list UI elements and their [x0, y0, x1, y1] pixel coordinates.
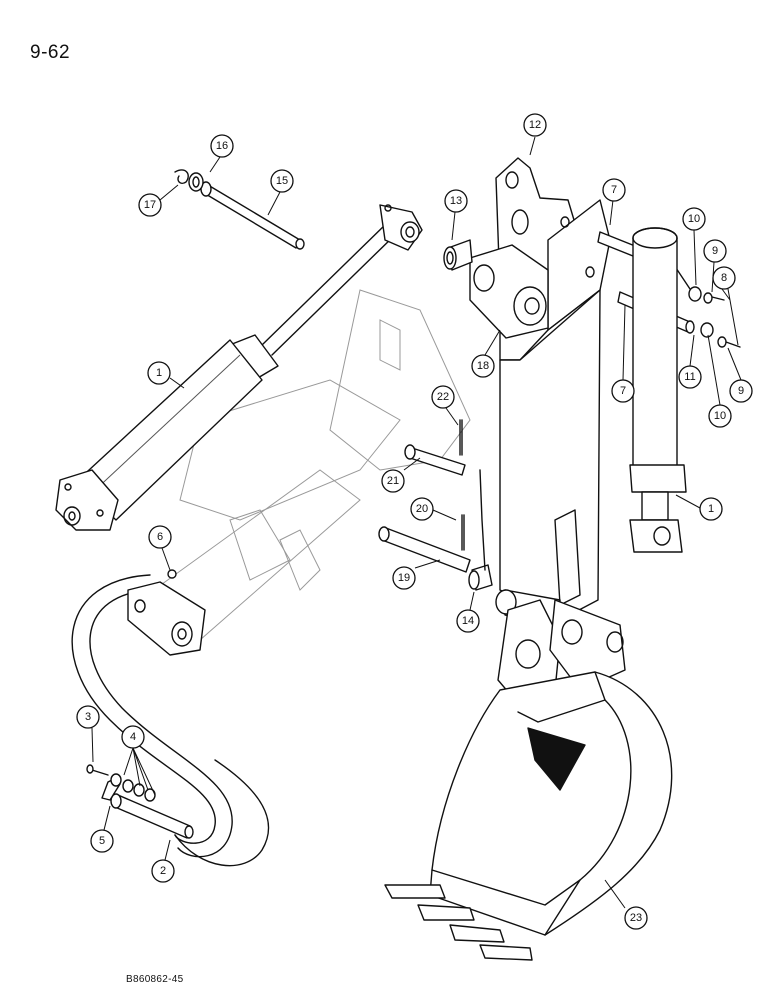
- callout-2: 2: [151, 859, 175, 883]
- svg-text:16: 16: [216, 140, 228, 152]
- svg-text:19: 19: [398, 572, 410, 584]
- svg-text:11: 11: [684, 371, 695, 383]
- callout-17: 17: [138, 193, 162, 217]
- svg-text:15: 15: [276, 175, 288, 187]
- svg-text:17: 17: [144, 199, 156, 211]
- svg-text:22: 22: [437, 391, 449, 403]
- svg-text:1: 1: [708, 503, 714, 515]
- callout-19: 19: [392, 566, 416, 590]
- callout-3: 3: [76, 705, 100, 729]
- svg-text:18: 18: [477, 360, 489, 372]
- callout-23: 23: [624, 906, 648, 930]
- svg-text:12: 12: [529, 119, 541, 131]
- callout-21: 21: [381, 469, 405, 493]
- callout-14: 14: [456, 609, 480, 633]
- callout-8: 8: [712, 266, 736, 290]
- svg-text:10: 10: [714, 410, 726, 422]
- page-number: 9-62: [30, 42, 71, 63]
- callout-22: 22: [431, 385, 455, 409]
- callout-16: 16: [210, 134, 234, 158]
- svg-text:9: 9: [712, 245, 718, 257]
- svg-text:8: 8: [721, 272, 727, 284]
- callout-9-lower: 9: [729, 379, 753, 403]
- svg-text:13: 13: [450, 195, 462, 207]
- pin-15-assembly: [174, 169, 305, 250]
- dipper-stick: [469, 157, 611, 631]
- svg-text:23: 23: [630, 912, 642, 924]
- callout-20: 20: [410, 497, 434, 521]
- callout-10-lower: 10: [708, 404, 732, 428]
- callout-7-lower: 7: [611, 379, 635, 403]
- svg-text:2: 2: [160, 865, 166, 877]
- svg-text:3: 3: [85, 711, 91, 723]
- callout-12: 12: [523, 113, 547, 137]
- pin-2-assembly: [86, 764, 194, 839]
- background-boom-outline: [139, 289, 471, 641]
- callout-15: 15: [270, 169, 294, 193]
- callout-13: 13: [444, 189, 468, 213]
- cylinder-mount-lug: [127, 569, 206, 656]
- svg-text:20: 20: [416, 503, 428, 515]
- svg-text:10: 10: [688, 213, 700, 225]
- bucket-cylinder: [55, 204, 423, 531]
- hydraulic-hose: [71, 574, 270, 867]
- svg-text:14: 14: [462, 615, 474, 627]
- callout-18: 18: [471, 354, 495, 378]
- figure-code: B860862-45: [126, 974, 184, 985]
- svg-text:21: 21: [387, 475, 399, 487]
- callout-9-upper: 9: [703, 239, 727, 263]
- svg-text:5: 5: [99, 835, 105, 847]
- svg-text:9: 9: [738, 385, 744, 397]
- callout-1-left: 1: [147, 361, 171, 385]
- svg-text:6: 6: [157, 531, 163, 543]
- pins-19-21-assembly: [378, 419, 493, 591]
- callout-7-upper: 7: [602, 178, 626, 202]
- svg-text:7: 7: [611, 184, 617, 196]
- dipper-cylinder: [629, 227, 687, 553]
- callout-10-upper: 10: [682, 207, 706, 231]
- svg-text:7: 7: [620, 385, 626, 397]
- callout-6: 6: [148, 525, 172, 549]
- leader-lines: [91, 136, 742, 909]
- callout-4: 4: [121, 725, 145, 749]
- callout-1-right: 1: [699, 497, 723, 521]
- svg-text:1: 1: [156, 367, 162, 379]
- bushing-13: [443, 239, 473, 271]
- callout-11: 11: [678, 365, 702, 389]
- callout-5: 5: [90, 829, 114, 853]
- svg-text:4: 4: [130, 731, 136, 743]
- bucket: [384, 599, 673, 961]
